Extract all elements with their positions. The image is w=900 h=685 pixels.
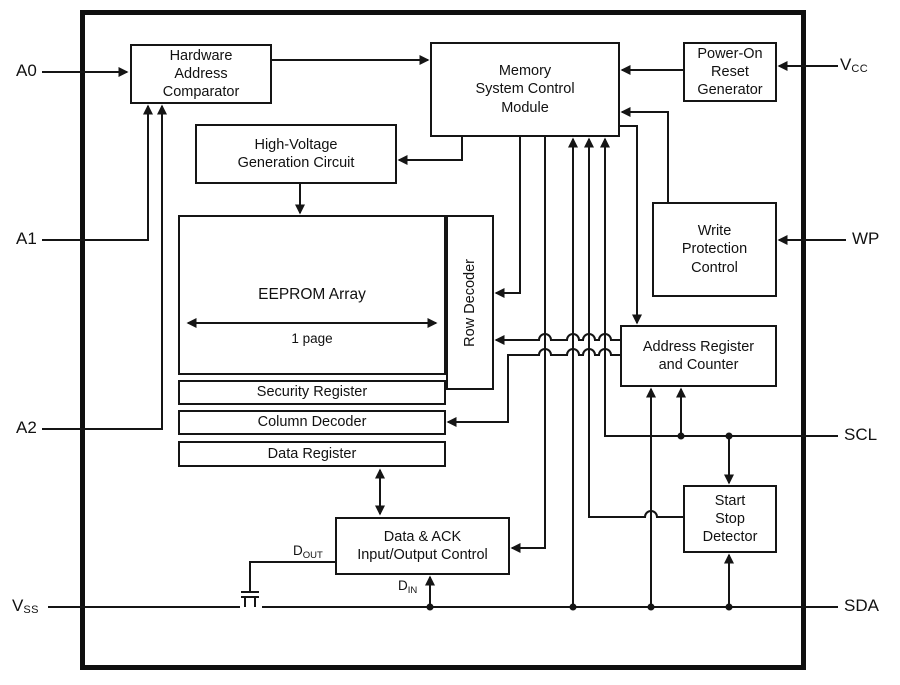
wire-control-to-addr-register	[620, 125, 642, 325]
wire-startstop-to-control	[584, 137, 683, 518]
wire-control-to-highvoltage	[397, 137, 463, 165]
block-power-on-reset: Power-On Reset Generator	[683, 42, 777, 102]
din-sub: IN	[407, 585, 418, 596]
wire-protection-to-control	[620, 107, 669, 202]
block-write-protection: Write Protection Control	[652, 202, 777, 297]
pin-label-vss: VSS	[12, 596, 39, 616]
block-row-decoder: Row Decoder	[446, 215, 494, 390]
pin-label-a0: A0	[16, 61, 37, 80]
din-main: D	[398, 578, 408, 593]
dout-sub: OUT	[302, 550, 323, 561]
pin-label-wp: WP	[852, 229, 880, 248]
wire-a2-to-comparator	[42, 104, 167, 430]
vss-sub: SS	[23, 604, 40, 616]
dout-main: D	[293, 543, 303, 558]
vss-main: V	[12, 596, 24, 615]
vcc-main: V	[840, 55, 852, 74]
bus-addr-to-row-decoder	[494, 333, 620, 345]
junction-dot	[677, 432, 685, 440]
junction-dot	[647, 603, 655, 611]
block-high-voltage-generation: High-Voltage Generation Circuit	[195, 124, 397, 184]
pin-label-a1: A1	[16, 229, 37, 248]
block-hardware-address-comparator: Hardware Address Comparator	[130, 44, 272, 104]
signal-label-dout: DOUT	[293, 543, 323, 561]
block-data-register: Data Register	[178, 441, 446, 467]
junction-dot	[426, 603, 434, 611]
bus-addr-to-column-decoder	[446, 348, 620, 427]
block-column-decoder: Column Decoder	[178, 410, 446, 435]
eeprom-page-label: 1 page	[291, 331, 333, 346]
signal-label-din: DIN	[398, 578, 417, 596]
junction-dot	[725, 603, 733, 611]
mosfet-symbol	[241, 591, 259, 607]
wire-control-to-io	[510, 137, 546, 553]
block-address-register-counter: Address Register and Counter	[620, 325, 777, 387]
vcc-sub: CC	[851, 63, 869, 75]
wire-control-to-rowdecoder	[494, 137, 521, 298]
block-data-ack-io-control: Data & ACK Input/Output Control	[335, 517, 510, 575]
eeprom-array-label: EEPROM Array	[258, 286, 366, 303]
block-eeprom-array	[178, 215, 446, 375]
block-security-register: Security Register	[178, 380, 446, 405]
junction-dot	[725, 432, 733, 440]
block-memory-system-control: Memory System Control Module	[430, 42, 620, 137]
pin-label-vcc: VCC	[840, 55, 868, 75]
wire-scl-to-control	[600, 137, 838, 437]
pin-label-a2: A2	[16, 418, 37, 437]
junction-dots	[426, 432, 733, 611]
chip-outline	[80, 10, 806, 670]
wire-dout	[249, 561, 335, 592]
pin-label-sda: SDA	[844, 596, 879, 615]
wire-a1-to-comparator	[42, 104, 153, 241]
junction-dot	[569, 603, 577, 611]
block-start-stop-detector: Start Stop Detector	[683, 485, 777, 553]
pin-label-scl: SCL	[844, 425, 878, 444]
